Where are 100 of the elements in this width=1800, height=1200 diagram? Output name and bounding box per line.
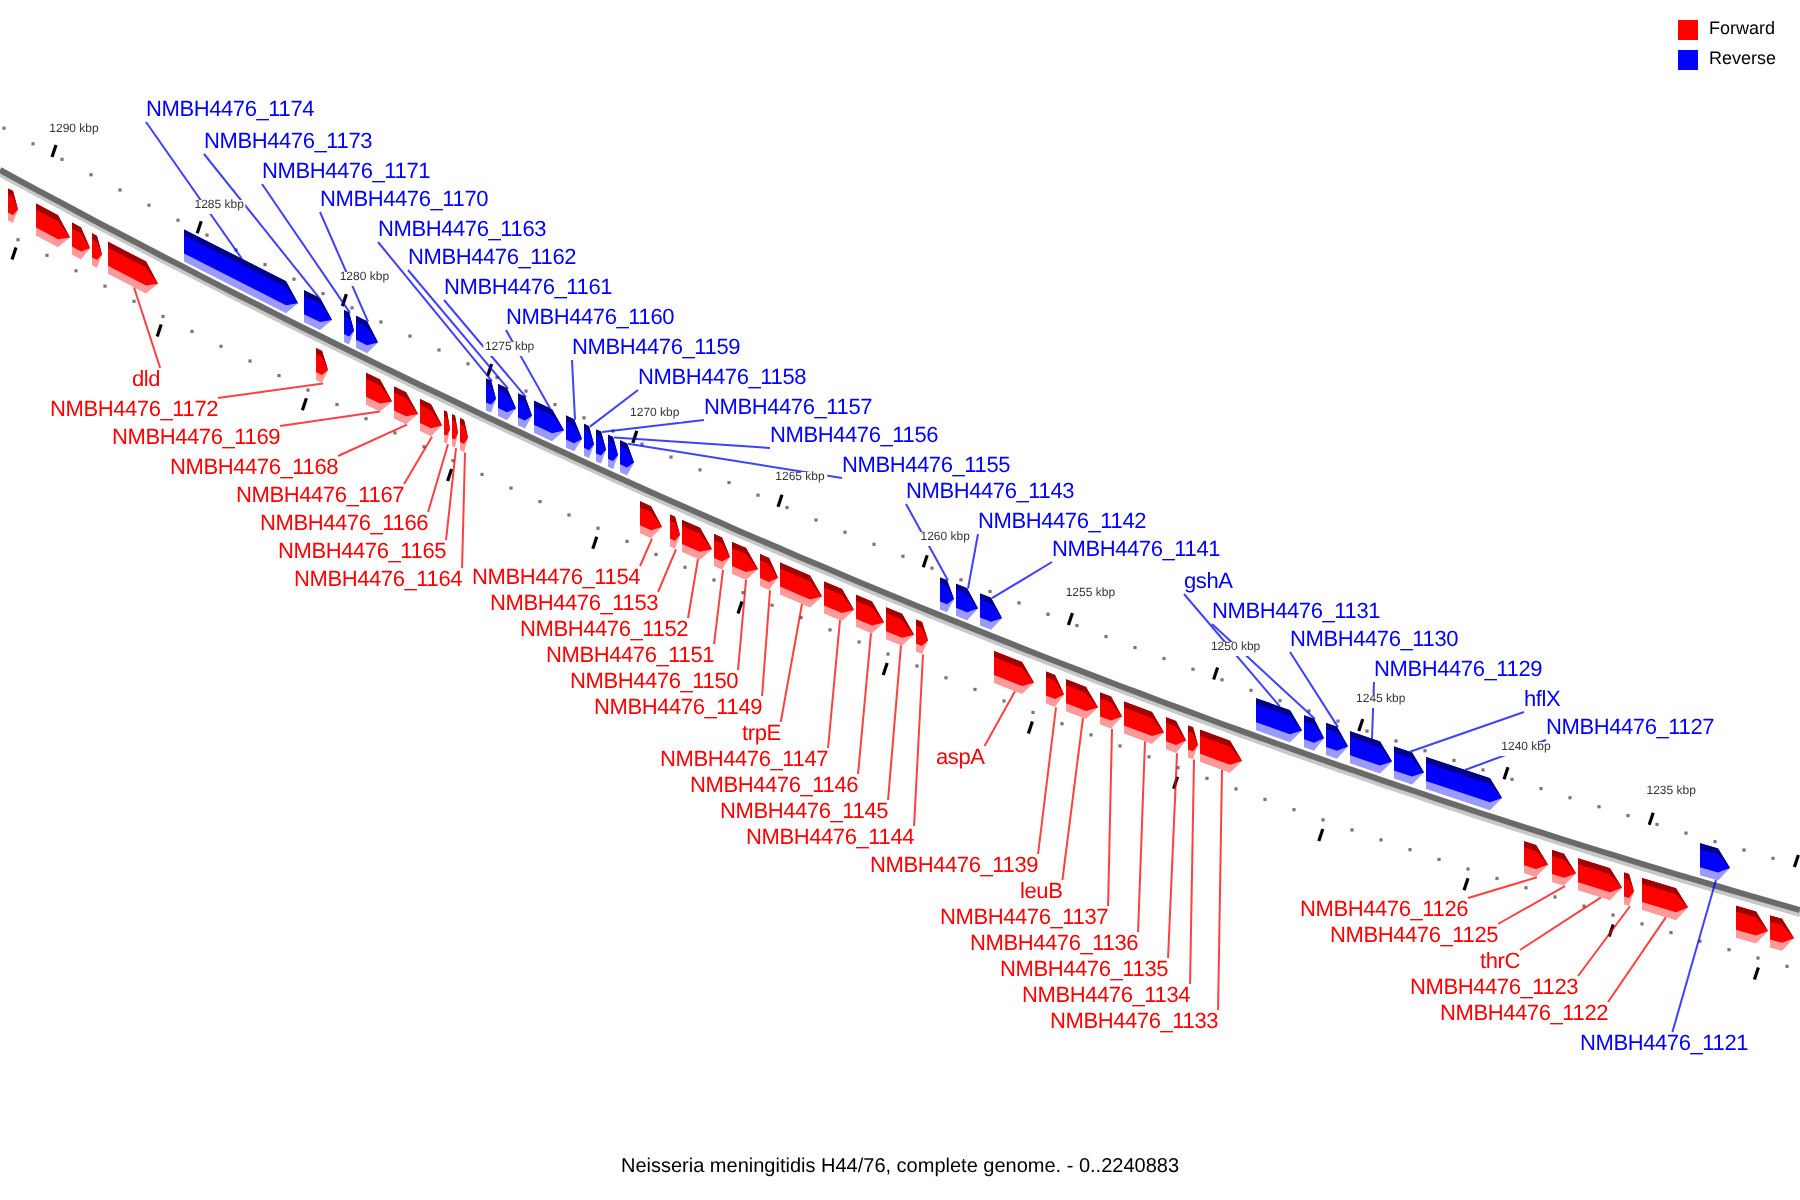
reverse-gene-block bbox=[518, 393, 532, 429]
leader-line bbox=[443, 299, 527, 399]
leader-line bbox=[1518, 896, 1602, 951]
reverse-gene-block bbox=[486, 378, 496, 413]
gene-label: leuB bbox=[1020, 880, 1063, 904]
reverse-gene-block bbox=[184, 229, 298, 314]
reverse-gene-block bbox=[596, 429, 606, 464]
leader-line bbox=[1607, 916, 1667, 1003]
gene-label: NMBH4476_1136 bbox=[970, 932, 1139, 956]
reverse-gene-block bbox=[344, 310, 354, 345]
forward-gene-block bbox=[1770, 915, 1794, 951]
leader-line bbox=[1289, 651, 1339, 729]
gene-label: NMBH4476_1125 bbox=[1330, 924, 1499, 948]
gene-label: NMBH4476_1135 bbox=[1000, 958, 1169, 982]
gene-label: NMBH4476_1142 bbox=[978, 510, 1147, 534]
leader-line bbox=[1409, 711, 1525, 753]
forward-gene-block bbox=[394, 386, 418, 425]
gene-label: thrC bbox=[1480, 950, 1520, 974]
forward-gene-block bbox=[452, 414, 458, 448]
gene-label: NMBH4476_1170 bbox=[320, 188, 489, 212]
forward-gene-block bbox=[316, 348, 328, 383]
leader-line bbox=[445, 447, 457, 541]
forward-gene-block bbox=[1066, 679, 1098, 719]
leader-line bbox=[145, 121, 243, 260]
forward-gene-block bbox=[1624, 872, 1634, 906]
forward-gene-block bbox=[994, 651, 1034, 694]
gene-label: NMBH4476_1147 bbox=[660, 748, 829, 772]
gene-label: NMBH4476_1157 bbox=[704, 396, 873, 420]
leader-line bbox=[407, 269, 509, 390]
gene-label: hflX bbox=[1524, 688, 1561, 712]
gene-label: NMBH4476_1161 bbox=[444, 276, 613, 300]
leader-line bbox=[827, 619, 841, 749]
reverse-gene-block bbox=[1394, 746, 1424, 785]
reverse-gene-block bbox=[584, 423, 594, 459]
leader-line bbox=[887, 644, 902, 801]
reverse-gene-block bbox=[608, 434, 618, 469]
leader-line bbox=[1137, 740, 1146, 933]
leader-line bbox=[337, 423, 408, 457]
forward-gene-block bbox=[108, 241, 158, 294]
forward-gene-block bbox=[1100, 692, 1122, 729]
forward-gene-block bbox=[1736, 905, 1768, 944]
gene-label: NMBH4476_1172 bbox=[50, 398, 219, 422]
forward-gene-block bbox=[420, 399, 442, 437]
gene-label: NMBH4476_1171 bbox=[262, 160, 431, 184]
leader-line bbox=[217, 382, 324, 399]
leader-line bbox=[991, 561, 1053, 600]
leader-line bbox=[761, 589, 771, 697]
leader-line bbox=[639, 537, 653, 567]
gene-label: NMBH4476_1165 bbox=[278, 540, 447, 564]
gene-label: NMBH4476_1162 bbox=[408, 246, 577, 270]
gene-label: NMBH4476_1143 bbox=[906, 480, 1075, 504]
gene-label: NMBH4476_1121 bbox=[1580, 1032, 1749, 1056]
gene-label: NMBH4476_1150 bbox=[570, 670, 739, 694]
gene-label: dld bbox=[132, 368, 161, 392]
gene-label: NMBH4476_1164 bbox=[294, 568, 463, 592]
gene-label: NMBH4476_1173 bbox=[204, 130, 373, 154]
leader-line bbox=[203, 153, 320, 299]
leader-line bbox=[133, 286, 162, 369]
gene-label: NMBH4476_1127 bbox=[1546, 716, 1715, 740]
gene-label: NMBH4476_1123 bbox=[1410, 976, 1579, 1000]
gene-label: aspA bbox=[936, 746, 985, 770]
reverse-gene-block bbox=[980, 593, 1002, 630]
forward-gene-block bbox=[732, 542, 758, 580]
leader-line bbox=[589, 389, 639, 428]
gene-label: NMBH4476_1159 bbox=[572, 336, 741, 360]
gene-label: NMBH4476_1174 bbox=[146, 98, 315, 122]
leader-line bbox=[713, 569, 724, 645]
gene-label: NMBH4476_1152 bbox=[520, 618, 689, 642]
leader-line bbox=[1037, 706, 1057, 855]
gene-label: NMBH4476_1163 bbox=[378, 218, 547, 242]
leader-line bbox=[627, 442, 843, 479]
forward-gene-block bbox=[916, 619, 928, 654]
reverse-gene-block bbox=[566, 415, 582, 452]
reverse-gene-block bbox=[1700, 843, 1730, 881]
reverse-gene-block bbox=[1304, 715, 1324, 751]
gene-label: NMBH4476_1139 bbox=[870, 854, 1039, 878]
gene-label: NMBH4476_1134 bbox=[1022, 984, 1191, 1008]
leader-line bbox=[1189, 758, 1195, 985]
forward-gene-block bbox=[1552, 850, 1576, 886]
leader-line bbox=[319, 211, 369, 323]
gene-label: NMBH4476_1122 bbox=[1440, 1002, 1609, 1026]
forward-gene-block bbox=[444, 410, 450, 444]
leader-line bbox=[913, 653, 924, 827]
leader-line bbox=[1167, 752, 1178, 959]
leader-line bbox=[613, 436, 771, 449]
leader-line bbox=[657, 548, 677, 593]
gene-label: NMBH4476_1167 bbox=[236, 484, 405, 508]
leader-line bbox=[1211, 623, 1316, 721]
reverse-gene-block bbox=[620, 440, 634, 476]
forward-gene-block bbox=[1642, 878, 1688, 921]
leader-line bbox=[983, 690, 1016, 747]
gene-label: NMBH4476_1156 bbox=[770, 424, 939, 448]
forward-gene-block bbox=[1188, 725, 1198, 760]
legend-label: Reverse bbox=[1708, 48, 1776, 70]
reverse-gene-block bbox=[940, 577, 954, 613]
gene-label: NMBH4476_1166 bbox=[260, 512, 429, 536]
forward-gene-block bbox=[366, 372, 392, 412]
leader-line bbox=[905, 503, 949, 582]
leader-line bbox=[737, 579, 747, 671]
reverse-gene-block bbox=[498, 384, 516, 421]
